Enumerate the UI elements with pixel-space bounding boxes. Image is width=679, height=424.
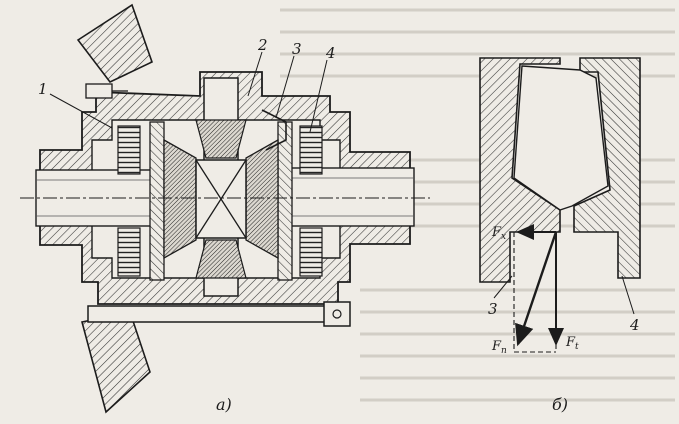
leader-4	[309, 59, 328, 133]
callout-a-4: 4	[325, 44, 336, 62]
leader-b-4	[621, 275, 635, 315]
right-pressure-ring	[277, 121, 293, 281]
top-bolt	[85, 83, 113, 99]
right-side-gear	[245, 138, 279, 260]
label-fn: Fn	[491, 339, 507, 356]
pinion-bottom	[195, 239, 247, 279]
right-disc-pack-lower	[299, 227, 323, 277]
caption-b: б)	[552, 395, 568, 414]
pinion-top	[195, 119, 247, 159]
left-disc-pack-upper	[117, 125, 141, 175]
leader-b-3	[493, 275, 513, 299]
left-side-gear	[163, 138, 197, 260]
callout-a-2: 2	[257, 36, 268, 54]
force-fn-arrow	[515, 231, 558, 347]
caption-a: а)	[216, 395, 232, 414]
leader-2	[247, 51, 263, 97]
left-disc-pack-lower	[117, 227, 141, 277]
long-bolt	[87, 305, 347, 323]
ring-gear-bottom	[81, 311, 151, 414]
callout-a-3: 3	[292, 40, 302, 58]
leader-3	[275, 55, 295, 119]
label-ft: Ft	[565, 335, 579, 352]
ramp-part-4	[573, 57, 641, 279]
ramp-groove	[513, 65, 609, 211]
left-pressure-ring	[149, 121, 165, 281]
label-fx: Fx	[491, 225, 506, 242]
leader-1	[49, 93, 113, 129]
differential-cross-section	[20, 3, 430, 414]
right-axle-shaft	[289, 167, 415, 227]
callout-a-1: 1	[38, 80, 48, 98]
ring-gear-top	[76, 3, 153, 84]
callout-b-3: 3	[488, 300, 498, 318]
ramp-detail	[479, 57, 641, 353]
bolt-head	[323, 301, 351, 327]
ramp-profile	[261, 109, 287, 151]
right-disc-pack-upper	[299, 125, 323, 175]
callout-b-4: 4	[629, 316, 640, 334]
